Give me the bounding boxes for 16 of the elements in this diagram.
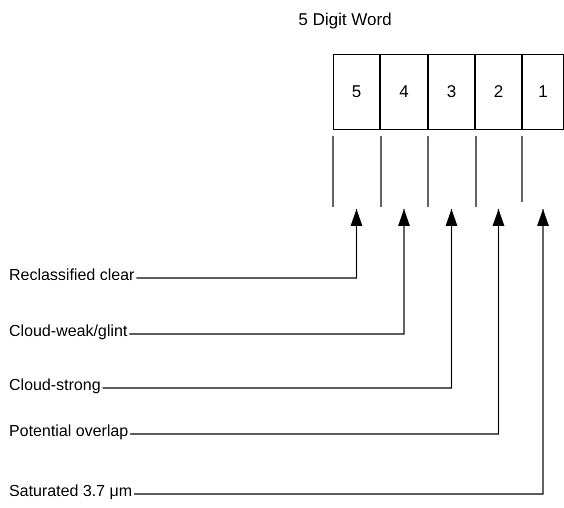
digit-cell: 3 [428,54,475,130]
digit-cell: 2 [475,54,522,130]
digit-cell: 5 [333,54,380,130]
flag-label: Cloud-weak/glint [9,322,128,342]
flag-label: Cloud-strong [9,376,101,396]
diagram-title: 5 Digit Word [297,10,393,30]
leader-arrow [130,209,504,435]
digit-cell: 4 [380,54,428,130]
flag-label: Reclassified clear [9,266,134,286]
flag-label: Saturated 3.7 μm [9,482,132,502]
digit-cell: 1 [522,54,564,130]
leader-arrow [129,209,410,335]
flag-label: Potential overlap [9,422,128,442]
leader-arrow [134,209,549,495]
leader-arrow [136,209,362,279]
leader-arrow [102,209,458,389]
